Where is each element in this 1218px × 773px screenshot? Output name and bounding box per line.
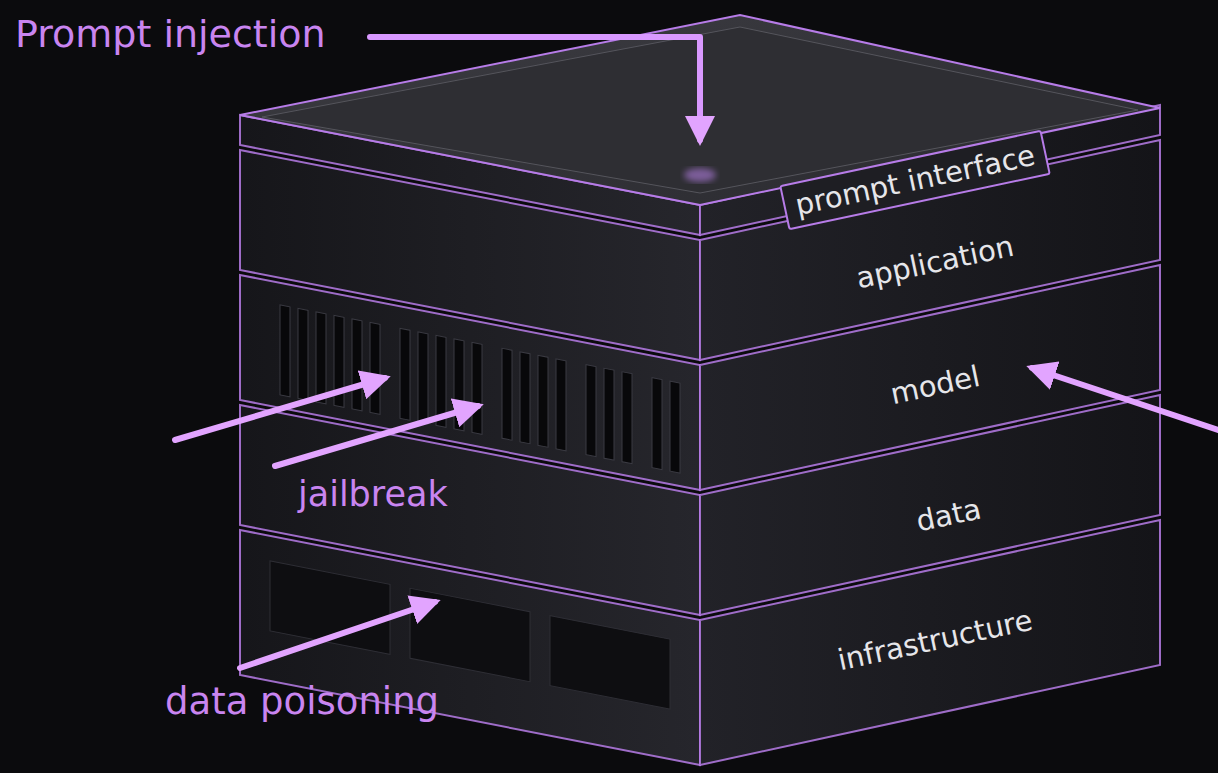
injection-arrow [370, 37, 700, 140]
poisoning-arrow [240, 602, 435, 668]
slab-left-face [240, 530, 700, 765]
attack-arrow [1032, 368, 1218, 430]
jailbreak-arrow [175, 378, 385, 440]
attack-arrows [175, 37, 1218, 668]
attack-label: Prompt injection [15, 12, 326, 56]
attack-label: data poisoning [165, 680, 439, 723]
attack-label: jailbreak [298, 474, 448, 514]
impact-glow [684, 168, 716, 182]
slab-right-face [700, 520, 1160, 765]
jailbreak-arrow [275, 406, 478, 466]
